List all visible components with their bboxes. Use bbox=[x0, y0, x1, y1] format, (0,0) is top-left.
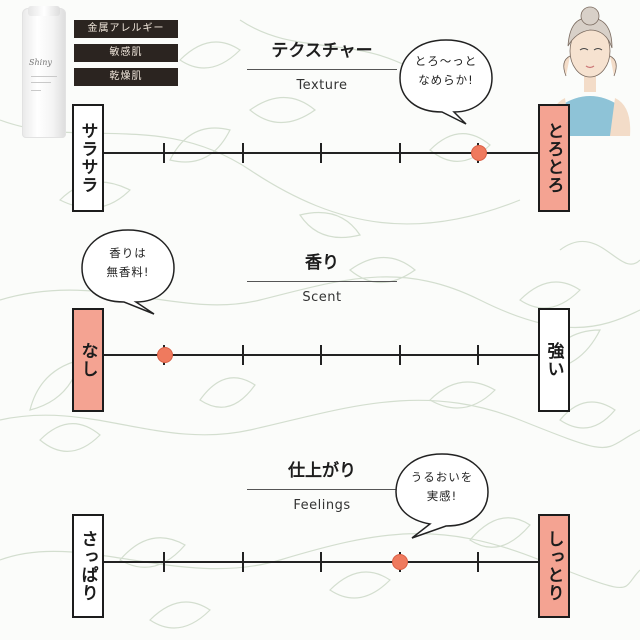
speech-bubble-text: とろ〜っと なめらか! bbox=[414, 54, 478, 87]
speech-bubble-scent bbox=[81, 229, 175, 315]
section-scent-title: 香り Scent bbox=[242, 248, 402, 305]
tag-sensitive-skin: 敏感肌 bbox=[74, 44, 178, 62]
scale-tick bbox=[320, 552, 322, 572]
scale-right-label-strong: 強い bbox=[538, 308, 570, 412]
section-subtitle: Texture bbox=[296, 78, 348, 93]
speech-bubble-feelings bbox=[395, 453, 489, 539]
scale-tick bbox=[320, 345, 322, 365]
scale-tick bbox=[320, 143, 322, 163]
scale-left-label-smooth: サラサラ bbox=[72, 104, 104, 212]
scale-left-label-light: さっぱり bbox=[72, 514, 104, 618]
tag-dry-skin: 乾燥肌 bbox=[74, 68, 178, 86]
tag-metal-allergy: 金属アレルギー bbox=[74, 20, 178, 38]
scale-tick bbox=[242, 345, 244, 365]
scale-marker-scent bbox=[156, 347, 173, 363]
scale-tick bbox=[163, 552, 165, 572]
speech-bubble-text: うるおいを 実感! bbox=[410, 470, 474, 503]
scale-tick bbox=[242, 552, 244, 572]
section-feelings-title: 仕上がり Feelings bbox=[242, 456, 402, 513]
scale-marker-texture bbox=[470, 145, 487, 161]
scale-right-label-thick: とろとろ bbox=[538, 104, 570, 212]
product-bottle-image: Shiny bbox=[22, 6, 66, 138]
scale-left-label-none: なし bbox=[72, 308, 104, 412]
scale-tick bbox=[399, 143, 401, 163]
section-subtitle: Feelings bbox=[293, 498, 351, 513]
section-title: 仕上がり bbox=[288, 461, 356, 481]
section-subtitle: Scent bbox=[302, 290, 342, 305]
scale-tick bbox=[477, 552, 479, 572]
scale-tick bbox=[163, 143, 165, 163]
speech-bubble-texture bbox=[399, 39, 493, 125]
product-logo: Shiny bbox=[29, 58, 52, 67]
scale-tick bbox=[477, 345, 479, 365]
scale-right-label-moist: しっとり bbox=[538, 514, 570, 618]
section-title: 香り bbox=[305, 253, 339, 273]
section-texture-title: テクスチャー Texture bbox=[242, 36, 402, 93]
section-title: テクスチャー bbox=[271, 41, 373, 61]
scale-tick bbox=[242, 143, 244, 163]
speech-bubble-text: 香りは 無香料! bbox=[106, 246, 150, 279]
scale-tick bbox=[399, 345, 401, 365]
scale-marker-feelings bbox=[392, 554, 408, 570]
